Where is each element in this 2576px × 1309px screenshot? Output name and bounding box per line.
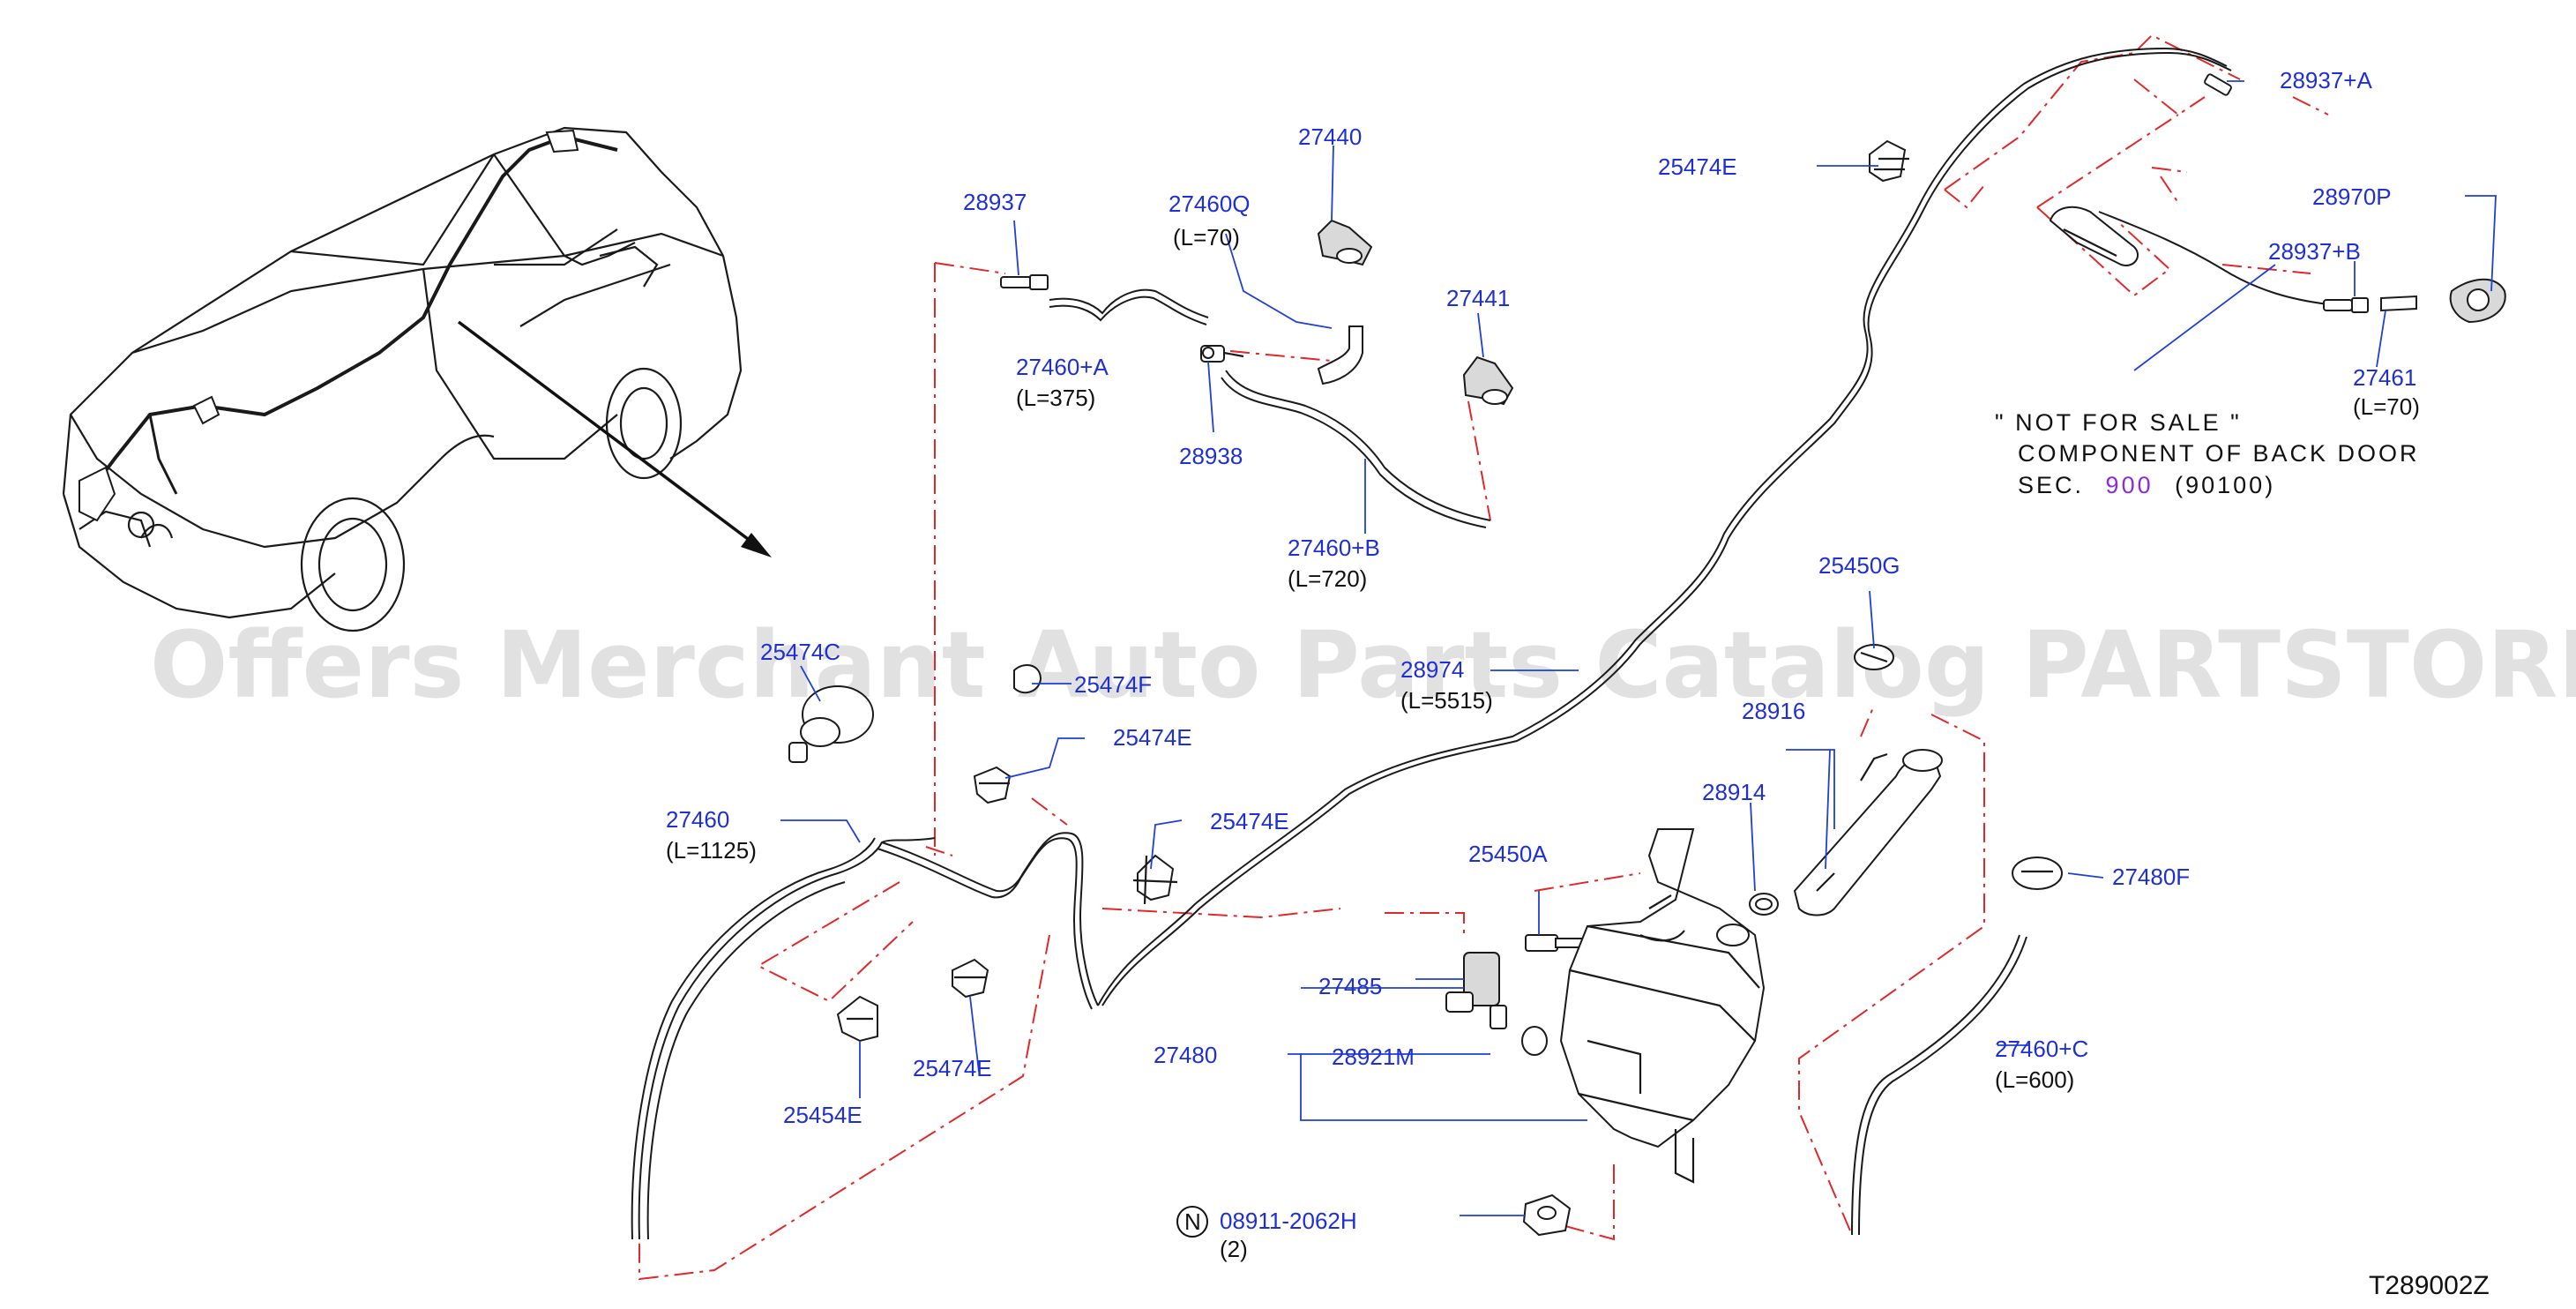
part-28914-o-ring[interactable]	[1749, 893, 1779, 916]
part-25474E-clip-mid1[interactable]	[973, 766, 1012, 804]
label-25454e[interactable]: 25454E	[783, 1102, 862, 1128]
note-line-2: COMPONENT OF BACK DOOR	[2018, 440, 2420, 467]
label-28974-length: (L=5515)	[1400, 687, 1493, 714]
label-27460-a[interactable]: 27460+A	[1016, 354, 1109, 380]
label-25474f[interactable]: 25474F	[1074, 671, 1152, 698]
label-28921m[interactable]: 28921M	[1332, 1043, 1415, 1070]
nut-badge: N	[1176, 1206, 1208, 1238]
part-28937A-connector[interactable]	[2204, 73, 2232, 96]
label-27460-a-length: (L=375)	[1016, 385, 1095, 411]
label-27460-b[interactable]: 27460+B	[1288, 535, 1380, 561]
part-27480F-cap[interactable]	[2012, 856, 2063, 890]
note-sec-link[interactable]: 900	[2106, 472, 2154, 498]
label-25450g[interactable]: 25450G	[1818, 552, 1900, 579]
part-08911-nut[interactable]	[1522, 1193, 1572, 1237]
label-25474e-top[interactable]: 25474E	[1658, 153, 1737, 180]
part-28970P-nozzle[interactable]	[2449, 278, 2506, 324]
label-27460-length: (L=1125)	[666, 837, 757, 864]
part-28937B-connector[interactable]	[2323, 297, 2369, 313]
part-28916-filler-neck[interactable]	[1793, 749, 1943, 916]
phantom-lines	[638, 34, 2329, 1281]
note-line-1: " NOT FOR SALE "	[1995, 409, 2242, 436]
label-28916[interactable]: 28916	[1742, 698, 1805, 724]
label-27480[interactable]: 27480	[1154, 1042, 1217, 1068]
part-27460Q-hose[interactable]	[1317, 325, 1363, 385]
part-25474E-clip-low[interactable]	[952, 958, 989, 999]
label-25474e-low[interactable]: 25474E	[913, 1055, 992, 1081]
part-27441-nozzle[interactable]	[1462, 355, 1514, 406]
leader-lines	[780, 80, 2497, 1216]
note-line-3: SEC. 900 (90100)	[2018, 472, 2275, 498]
diagram-code: T289002Z	[2369, 1271, 2490, 1300]
note-sec-prefix: SEC.	[2018, 472, 2084, 498]
label-27461-length: (L=70)	[2353, 393, 2420, 420]
label-28970p[interactable]: 28970P	[2312, 183, 2392, 210]
part-25474F-clip[interactable]	[1013, 664, 1042, 694]
label-08911-quantity: (2)	[1220, 1236, 1248, 1262]
label-27460-c[interactable]: 27460+C	[1995, 1036, 2088, 1062]
label-28937[interactable]: 28937	[963, 189, 1027, 215]
label-28938[interactable]: 28938	[1179, 443, 1243, 469]
nut-badge-letter: N	[1184, 1208, 1201, 1235]
label-27440[interactable]: 27440	[1298, 123, 1362, 150]
part-27485-pump[interactable]	[1445, 952, 1507, 1029]
label-27480f[interactable]: 27480F	[2112, 864, 2190, 890]
part-25474E-clip-top[interactable]	[1869, 139, 1909, 183]
part-25450G-grommet[interactable]	[1854, 644, 1894, 670]
part-27461-hose[interactable]	[2380, 295, 2417, 312]
parts	[788, 73, 2506, 1237]
label-27460[interactable]: 27460	[666, 806, 729, 833]
part-28937-connector[interactable]	[1000, 274, 1049, 290]
part-25474E-clip-mid2[interactable]	[1132, 854, 1178, 905]
part-27480-washer-tank[interactable]	[1559, 828, 1766, 1184]
label-28974[interactable]: 28974	[1400, 656, 1464, 683]
part-28938-valve[interactable]	[1200, 345, 1244, 363]
part-25454E-clip[interactable]	[836, 995, 878, 1043]
note-sec-suffix: (90100)	[2175, 472, 2275, 498]
label-27460-b-length: (L=720)	[1288, 565, 1367, 592]
watermark-text: Offers Merchant Auto Parts Catalog PARTS…	[150, 611, 2576, 719]
label-25474c[interactable]: 25474C	[760, 639, 840, 665]
label-28937-b[interactable]: 28937+B	[2268, 238, 2361, 265]
part-labels: 28937 27460+A (L=375) 27460Q (L=70) 2744…	[666, 67, 2490, 1300]
washer-hoses	[631, 47, 2329, 1240]
label-27461[interactable]: 27461	[2353, 364, 2416, 391]
label-28937-a[interactable]: 28937+A	[2280, 67, 2372, 94]
label-27441[interactable]: 27441	[1446, 285, 1510, 311]
label-27460q[interactable]: 27460Q	[1169, 191, 1251, 217]
part-27440-nozzle[interactable]	[1317, 219, 1373, 266]
label-27485[interactable]: 27485	[1318, 973, 1382, 999]
part-28921M-seal[interactable]	[1521, 1026, 1548, 1056]
vehicle-illustration	[62, 126, 772, 632]
label-27460-c-length: (L=600)	[1995, 1066, 2074, 1093]
label-27460q-length: (L=70)	[1173, 224, 1240, 251]
label-28914[interactable]: 28914	[1702, 779, 1766, 805]
label-25474e-mid1[interactable]: 25474E	[1113, 724, 1192, 751]
label-08911[interactable]: 08911-2062H	[1220, 1208, 1357, 1234]
part-back-door-hose[interactable]	[2049, 206, 2139, 266]
label-25450a[interactable]: 25450A	[1468, 841, 1548, 867]
label-25474e-mid2[interactable]: 25474E	[1210, 808, 1289, 834]
